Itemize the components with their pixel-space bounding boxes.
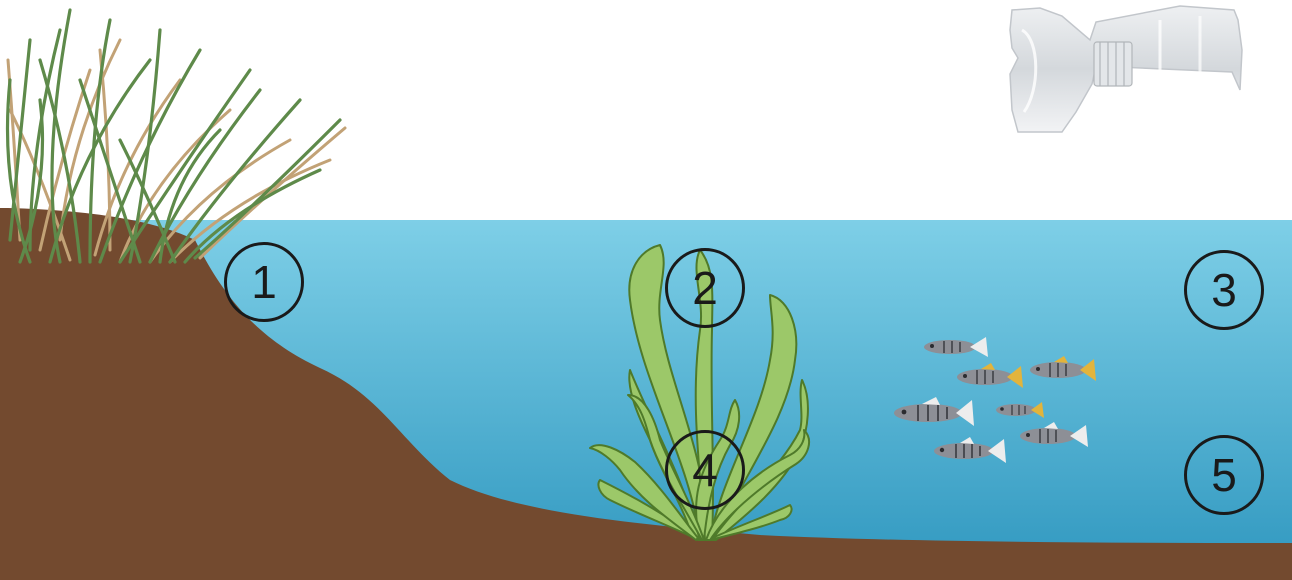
plastic-bottle-icon	[1010, 6, 1242, 132]
marker-5: 5	[1184, 435, 1264, 515]
marker-2: 2	[665, 248, 745, 328]
marker-3: 3	[1184, 250, 1264, 330]
marker-4: 4	[665, 430, 745, 510]
marker-1: 1	[224, 242, 304, 322]
